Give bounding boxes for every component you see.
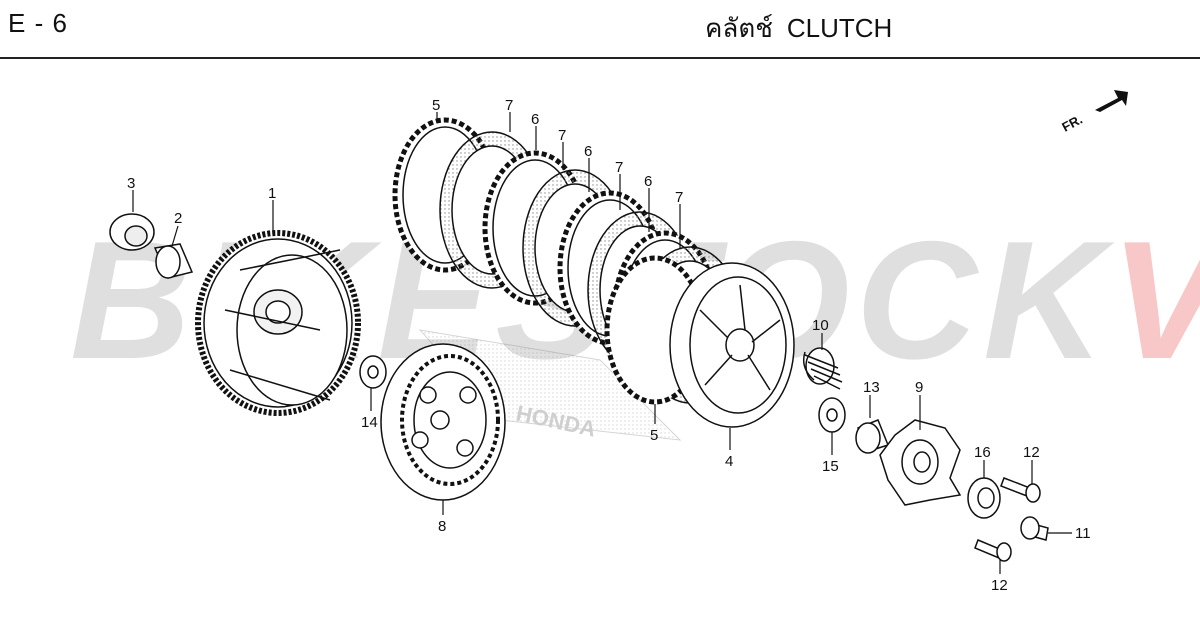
page-header: E - 6 คลัตช์ CLUTCH — [0, 0, 1200, 59]
callout-2: 2 — [174, 210, 182, 227]
callout-8: 8 — [438, 518, 446, 535]
callout-12-lower: 12 — [991, 577, 1008, 594]
part-11-bolt — [1020, 516, 1049, 541]
callout-4: 4 — [725, 453, 733, 470]
callout-7-c: 7 — [615, 159, 623, 176]
part-10-spring — [802, 347, 843, 390]
callout-9: 9 — [915, 379, 923, 396]
callout-7-a: 7 — [505, 97, 513, 114]
front-direction-indicator: FR. — [1059, 90, 1128, 135]
part-12-bolt-upper — [1000, 477, 1041, 503]
callout-12-upper: 12 — [1023, 444, 1040, 461]
callout-labels: 3 2 1 5 7 6 7 6 7 6 7 5 4 10 13 9 15 14 … — [127, 97, 1091, 594]
title-english: CLUTCH — [786, 13, 893, 43]
part-3-ring — [109, 213, 155, 251]
part-12-bolt-lower — [974, 539, 1012, 562]
callout-1: 1 — [268, 185, 276, 202]
callout-6-a: 6 — [531, 111, 539, 128]
part-13-collar — [855, 419, 889, 454]
callout-10: 10 — [812, 317, 829, 334]
front-label: FR. — [1059, 112, 1085, 135]
callout-7-d: 7 — [675, 189, 683, 206]
part-1-clutch-outer — [195, 230, 361, 416]
callout-14: 14 — [361, 414, 378, 431]
title-thai: คลัตช์ — [705, 13, 773, 43]
callout-5-bottom: 5 — [650, 427, 658, 444]
part-14-washer — [359, 355, 387, 389]
callout-13: 13 — [863, 379, 880, 396]
callout-5-top: 5 — [432, 97, 440, 114]
callout-6-c: 6 — [644, 173, 652, 190]
callout-16: 16 — [974, 444, 991, 461]
exploded-parts-diagram: HONDA — [109, 90, 1128, 594]
part-8-pressure-plate — [380, 343, 506, 501]
leader-lines — [132, 112, 1072, 574]
callout-3: 3 — [127, 175, 135, 192]
callout-6-b: 6 — [584, 143, 592, 160]
callout-15: 15 — [822, 458, 839, 475]
callout-11: 11 — [1075, 525, 1091, 542]
clutch-plates-stack — [392, 117, 743, 405]
header-divider — [0, 57, 1200, 59]
part-16-bearing — [967, 477, 1001, 519]
part-4-pressure-cover — [669, 262, 795, 428]
arrow-icon — [1095, 90, 1128, 112]
part-9-lifter-plate — [879, 419, 962, 506]
part-2-bush — [153, 243, 194, 279]
page-title: คลัตช์ CLUTCH — [705, 8, 892, 49]
page-code: E - 6 — [8, 8, 68, 38]
part-15-washer — [818, 397, 846, 433]
callout-7-b: 7 — [558, 127, 566, 144]
